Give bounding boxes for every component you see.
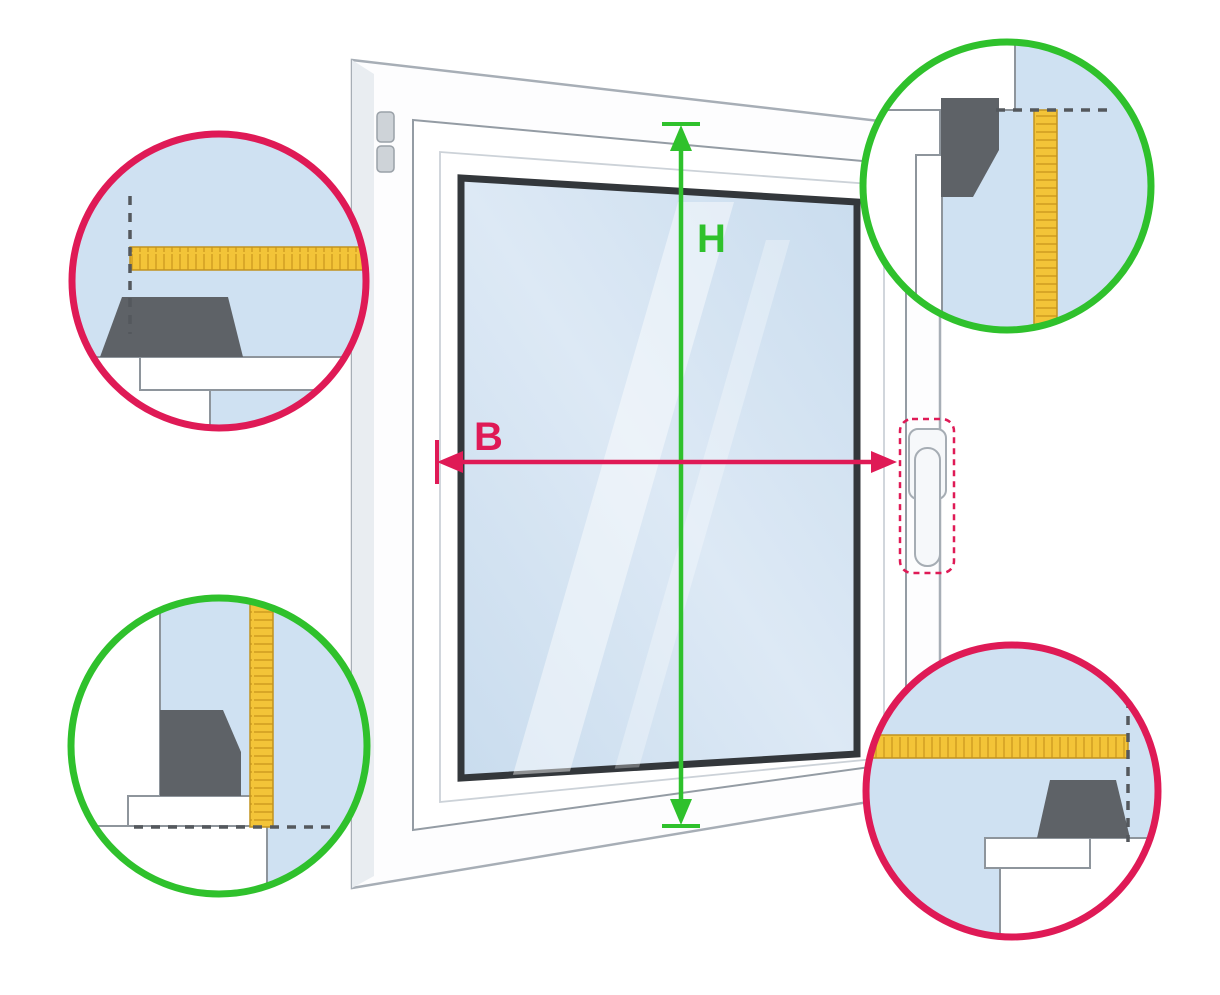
callout-top-right-content (863, 42, 1151, 330)
sill-board (984, 837, 1091, 869)
callout-bottom-left (67, 594, 371, 898)
glass-reflections (512, 202, 790, 778)
frame-profile-cross-section (100, 297, 243, 357)
width-label: B (474, 415, 503, 459)
callout-bottom-left-content (71, 598, 367, 894)
reflection-streak (512, 202, 734, 778)
frame-profile-cross-section (941, 98, 999, 197)
hinge-icon (376, 145, 395, 173)
frame-profile-cross-section (160, 710, 241, 796)
width-dimension: B (435, 415, 897, 484)
handle-highlight-box (898, 417, 956, 575)
callout-top-left (68, 130, 370, 432)
hinge-icon (376, 111, 395, 143)
handle-lever (914, 447, 941, 567)
callout-ring-green (67, 594, 371, 898)
measuring-tape-icon (129, 246, 366, 271)
window-handle (908, 428, 947, 567)
callout-top-right (859, 38, 1155, 334)
callout-bottom-right (862, 641, 1162, 941)
window-glass (457, 174, 861, 782)
height-dimension: H (662, 122, 726, 828)
callout-ring-crimson (68, 130, 370, 432)
height-arrowhead-down (670, 799, 692, 825)
width-arrowhead-right (871, 451, 897, 473)
measuring-tape-icon (1033, 109, 1058, 330)
callout-ring-crimson (862, 641, 1162, 941)
frame-profile-cross-section (1037, 780, 1130, 838)
reflection-streak (612, 240, 790, 778)
width-arrowhead-left (437, 451, 463, 473)
wall-section (71, 825, 268, 894)
height-arrowhead-up (670, 125, 692, 151)
height-label: H (697, 217, 726, 261)
measuring-tape-icon (866, 734, 1129, 759)
sill-board (127, 795, 261, 827)
callout-bottom-right-content (866, 645, 1158, 937)
callout-ring-green (859, 38, 1155, 334)
